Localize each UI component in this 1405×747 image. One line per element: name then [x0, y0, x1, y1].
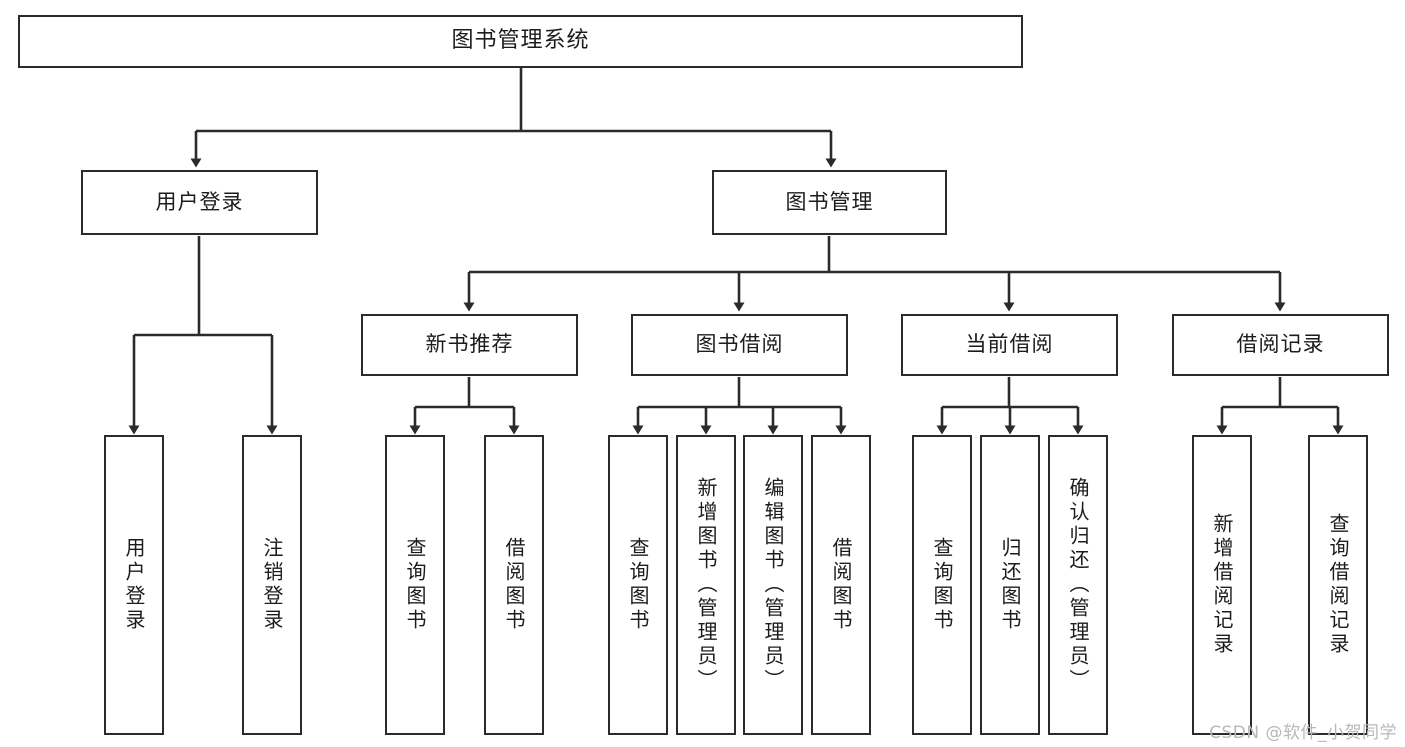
leaf-query-book-new-rec[interactable]: 查询图书: [385, 435, 445, 735]
leaf-query-book-borrow[interactable]: 查询图书: [608, 435, 668, 735]
leaf-label: 编辑图书（管理员）: [761, 477, 785, 693]
node-user-login[interactable]: 用户登录: [81, 170, 318, 235]
leaf-borrow-book-borrow[interactable]: 借阅图书: [811, 435, 871, 735]
node-new-book-recommend[interactable]: 新书推荐: [361, 314, 578, 376]
leaf-label: 查询图书: [626, 537, 650, 633]
leaf-label: 查询借阅记录: [1326, 513, 1350, 657]
leaf-edit-book-admin[interactable]: 编辑图书（管理员）: [743, 435, 803, 735]
leaf-borrow-book-new-rec[interactable]: 借阅图书: [484, 435, 544, 735]
leaf-logout-login[interactable]: 注销登录: [242, 435, 302, 735]
node-root-system[interactable]: 图书管理系统: [18, 15, 1023, 68]
node-book-borrow[interactable]: 图书借阅: [631, 314, 848, 376]
leaf-return-book[interactable]: 归还图书: [980, 435, 1040, 735]
leaf-label: 新增借阅记录: [1210, 513, 1234, 657]
leaf-user-login[interactable]: 用户登录: [104, 435, 164, 735]
leaf-label: 新增图书（管理员）: [694, 477, 718, 693]
leaf-label: 查询图书: [930, 537, 954, 633]
leaf-query-borrow-record[interactable]: 查询借阅记录: [1308, 435, 1368, 735]
leaf-label: 查询图书: [403, 537, 427, 633]
node-book-manage[interactable]: 图书管理: [712, 170, 947, 235]
leaf-add-borrow-record[interactable]: 新增借阅记录: [1192, 435, 1252, 735]
leaf-query-book-current[interactable]: 查询图书: [912, 435, 972, 735]
leaf-label: 注销登录: [260, 537, 284, 633]
leaf-label: 借阅图书: [502, 537, 526, 633]
leaf-label: 确认归还（管理员）: [1066, 477, 1090, 693]
node-current-borrow[interactable]: 当前借阅: [901, 314, 1118, 376]
leaf-label: 借阅图书: [829, 537, 853, 633]
leaf-confirm-return-admin[interactable]: 确认归还（管理员）: [1048, 435, 1108, 735]
csdn-watermark: CSDN @软件_小贺同学: [1209, 723, 1397, 743]
node-borrow-record[interactable]: 借阅记录: [1172, 314, 1389, 376]
leaf-label: 用户登录: [122, 537, 146, 633]
leaf-label: 归还图书: [998, 537, 1022, 633]
leaf-add-book-admin[interactable]: 新增图书（管理员）: [676, 435, 736, 735]
